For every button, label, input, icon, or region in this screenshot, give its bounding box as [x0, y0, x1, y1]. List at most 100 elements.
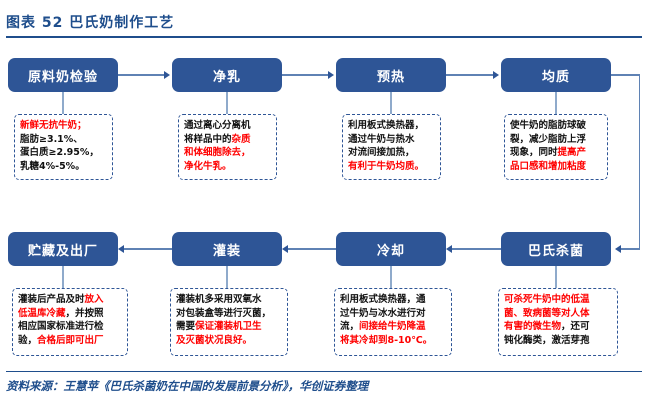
connector-line [124, 248, 172, 250]
process-box-label: 冷却 [376, 243, 405, 259]
source-note: 资料来源：王慧苹《巴氏杀菌奶在中国的发展前景分析》，华创证券整理 [6, 379, 369, 393]
note-text: 利用板式换热器，通 [340, 294, 426, 305]
connector-line [118, 74, 164, 76]
note-text: 验， [18, 334, 38, 346]
note-line: 相应国家标准进行检 [18, 320, 123, 334]
stem-line [62, 92, 64, 114]
note-pasteurization: 可杀死牛奶中的低温菌、致病菌等对人体有害的微生物，还可钝化酶类，激活芽孢 [498, 288, 618, 356]
note-line: 现象，同时提高产 [510, 146, 603, 160]
note-line: 品口感和增加粘度 [510, 160, 603, 174]
note-line: 脂肪≥3.1%、 [20, 133, 108, 147]
process-box-homogenization[interactable]: 均质 [501, 58, 611, 92]
stem-line [226, 266, 228, 288]
note-filling: 灌装机多采用双氧水对包装盒等进行灭菌，需要保证灌装机卫生及灭菌状况良好。 [170, 288, 288, 356]
stem-line [390, 266, 392, 288]
note-line: 及灭菌状况良好。 [176, 334, 283, 348]
note-preheating: 利用板式换热器，通过牛奶与热水对流间接加热，有利于牛奶均质。 [342, 114, 441, 180]
arrow-left-icon [282, 245, 288, 253]
process-box-label: 预热 [376, 69, 405, 85]
connector-line [452, 248, 501, 250]
note-text-highlight: 有害的微生物 [504, 321, 562, 332]
process-box-storage-shipment[interactable]: 贮藏及出厂 [8, 232, 118, 266]
arrow-left-icon [446, 245, 452, 253]
process-box-pasteurization[interactable]: 巴氏杀菌 [501, 232, 611, 266]
process-box-label: 均质 [541, 69, 570, 85]
stem-line [555, 266, 557, 288]
figure-header: 图表 52 巴氏奶制作工艺 [0, 12, 648, 38]
note-line: 低温库冷藏，并按照 [18, 307, 123, 321]
note-line: 钝化酶类，激活芽孢 [504, 334, 613, 348]
note-cooling: 利用板式换热器，通过牛奶与冰水进行对流，间接给牛奶降温将其冷却到8-10℃。 [334, 288, 452, 356]
process-box-label: 贮藏及出厂 [27, 243, 98, 259]
arrow-right-icon [328, 71, 334, 79]
process-box-preheating[interactable]: 预热 [336, 58, 446, 92]
process-box-cooling[interactable]: 冷却 [336, 232, 446, 266]
note-text: 流， [340, 321, 360, 332]
note-text-highlight: 将其冷却到8-10℃。 [340, 334, 433, 346]
note-clarification: 通过离心分离机将样品中的杂质和体细胞除去， 净化牛乳。 [178, 114, 277, 180]
note-line: 过牛奶与冰水进行对 [340, 307, 447, 321]
note-line: 蛋白质≥2.95%， [20, 146, 108, 160]
note-text: 钝化酶类，激活芽孢 [504, 334, 590, 346]
process-box-clarification[interactable]: 净乳 [172, 58, 282, 92]
connector-line [282, 74, 328, 76]
note-text: 对包装盒等进行灭菌， [176, 307, 272, 319]
note-text: 对流间接加热， [348, 147, 415, 158]
note-text: 通过牛奶与热水 [348, 133, 415, 145]
process-box-label: 净乳 [212, 69, 241, 85]
arrow-left-icon [118, 245, 124, 253]
note-line: 将其冷却到8-10℃。 [340, 334, 447, 348]
note-line: 净化牛乳。 [184, 160, 272, 174]
note-line: 裂，减少脂肪上浮 [510, 133, 603, 147]
note-text: 将样品中的 [184, 133, 232, 145]
stem-line [62, 266, 64, 288]
arrow-right-icon [164, 71, 170, 79]
arrow-right-icon [493, 71, 499, 79]
note-text-highlight: 和体细胞除去， [184, 147, 251, 158]
header-divider [6, 36, 642, 38]
note-text: 通过离心分离机 [184, 120, 251, 131]
note-storage-shipment: 灌装后产品及时放入低温库冷藏，并按照相应国家标准进行检验，合格后即可出厂 [12, 288, 128, 356]
process-box-filling[interactable]: 灌装 [172, 232, 282, 266]
note-text-highlight: 杂质 [231, 133, 251, 145]
note-text: 乳糖4%-5%。 [20, 160, 85, 172]
page-title: 图表 52 巴氏奶制作工艺 [6, 15, 175, 31]
note-text-highlight: 可杀死牛奶中的低温 [504, 294, 590, 305]
note-text: 灌装机多采用双氧水 [176, 294, 262, 305]
note-line: 对流间接加热， [348, 146, 436, 160]
process-box-raw-milk-inspection[interactable]: 原料奶检验 [8, 58, 118, 92]
note-line: 灌装后产品及时放入 [18, 293, 123, 307]
connector-wrap-top [611, 74, 640, 76]
note-text-highlight: 菌、致病菌等对人体 [504, 307, 590, 319]
note-line: 验，合格后即可出厂 [18, 334, 123, 348]
note-text: 利用板式换热器， [348, 120, 425, 131]
note-line: 乳糖4%-5%。 [20, 160, 108, 174]
stem-line [226, 92, 228, 114]
note-line: 新鲜无抗牛奶； [20, 119, 108, 133]
note-text: 蛋白质≥2.95%， [20, 147, 99, 158]
note-text-highlight: 净化牛乳。 [184, 160, 232, 172]
note-line: 使牛奶的脂肪球破 [510, 119, 603, 133]
note-line: 有害的微生物，还可 [504, 320, 613, 334]
note-text: 现象，同时 [510, 147, 558, 158]
note-line: 利用板式换热器，通 [340, 293, 447, 307]
note-line: 灌装机多采用双氧水 [176, 293, 283, 307]
note-text-highlight: 提高产 [557, 147, 587, 158]
process-box-label: 巴氏杀菌 [527, 243, 584, 259]
connector-wrap-bottom [621, 248, 640, 250]
footer-divider [6, 371, 642, 372]
process-box-label: 灌装 [212, 243, 241, 259]
stem-line [390, 92, 392, 114]
note-line: 和体细胞除去， [184, 146, 272, 160]
note-text-highlight: 及灭菌状况良好。 [176, 334, 253, 346]
note-line: 需要保证灌装机卫生 [176, 320, 283, 334]
note-line: 菌、致病菌等对人体 [504, 307, 613, 321]
note-text-highlight: 新鲜无抗牛奶； [20, 120, 87, 131]
note-text: 过牛奶与冰水进行对 [340, 307, 426, 319]
note-text-highlight: 放入 [84, 294, 104, 305]
note-text-highlight: 品口感和增加粘度 [510, 160, 587, 172]
note-line: 利用板式换热器， [348, 119, 436, 133]
note-line: 对包装盒等进行灭菌， [176, 307, 283, 321]
note-line: 可杀死牛奶中的低温 [504, 293, 613, 307]
